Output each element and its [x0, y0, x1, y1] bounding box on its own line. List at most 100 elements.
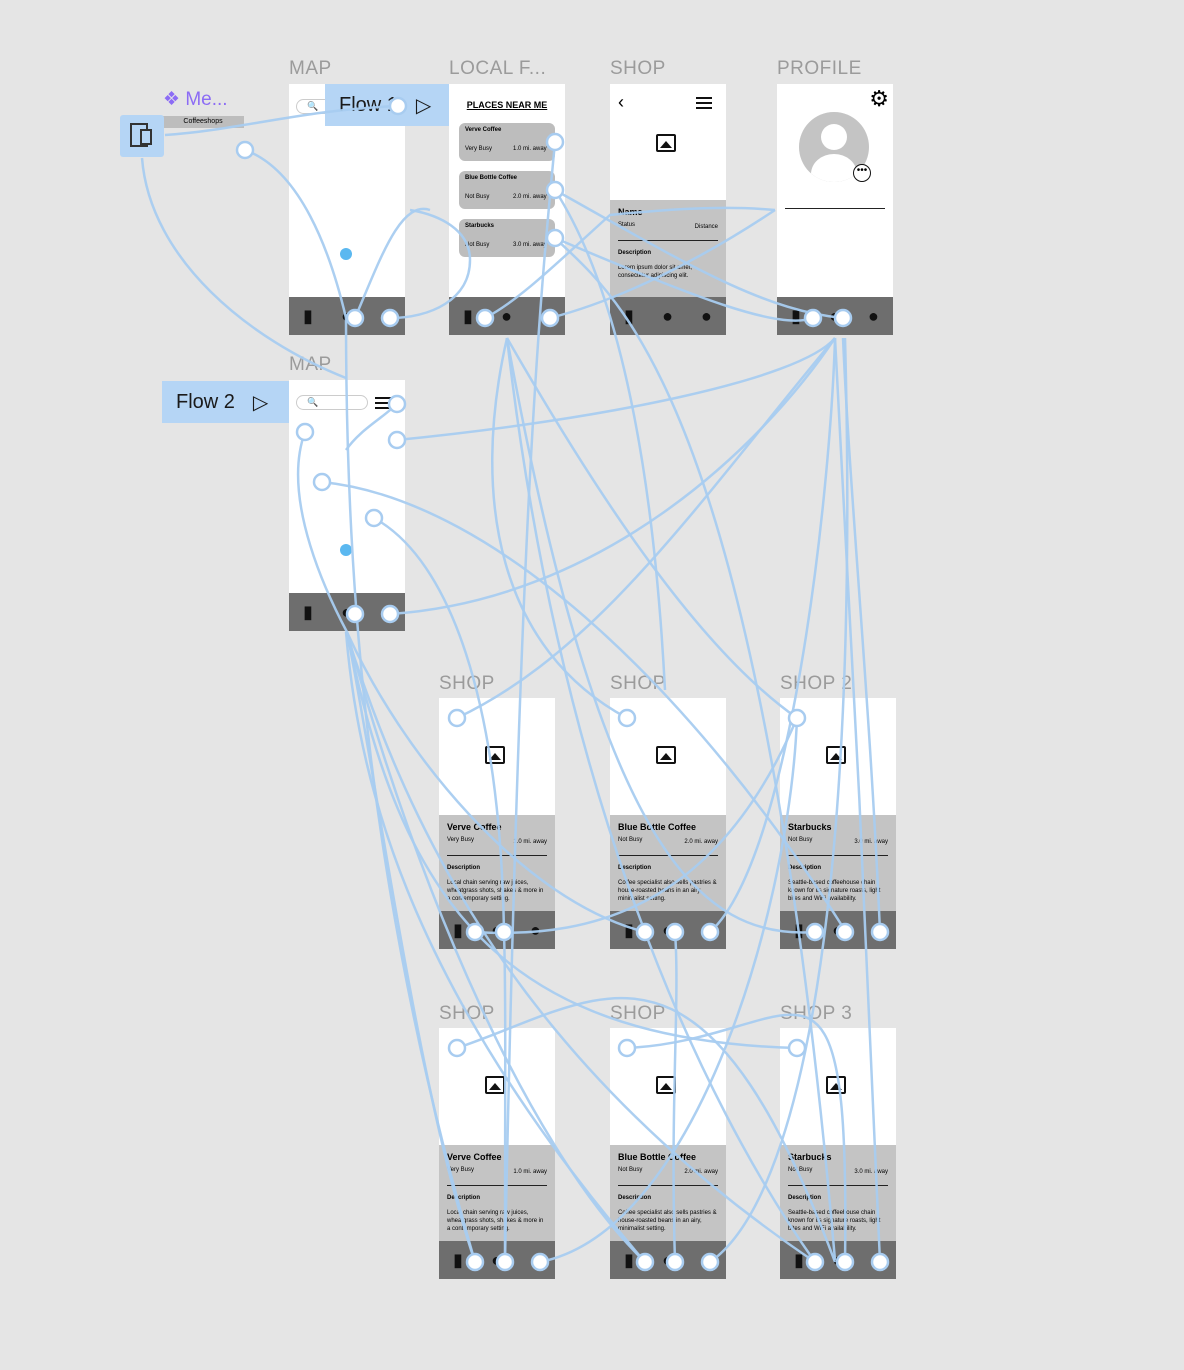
flow-2-button[interactable]: Flow 2▷: [162, 381, 289, 423]
connector-line[interactable]: [344, 631, 816, 1264]
search-input[interactable]: 🔍: [297, 396, 367, 409]
map-frame-2[interactable]: 🔍 ▮ ● ●: [289, 380, 405, 631]
connector-line[interactable]: [345, 631, 798, 1050]
page-title: PLACES NEAR ME: [466, 100, 548, 110]
back-icon[interactable]: ‹: [618, 92, 624, 112]
connector-handle[interactable]: [235, 140, 255, 160]
user-icon[interactable]: ●: [701, 1249, 712, 1270]
nav-bar: ▮ ● ●: [439, 911, 555, 949]
user-icon[interactable]: ●: [380, 601, 391, 622]
nav-bar: ▮ ● ●: [780, 911, 896, 949]
pin-icon[interactable]: ●: [832, 919, 843, 940]
image-icon: [826, 746, 846, 764]
nav-bar: ▮ ● ●: [289, 593, 405, 631]
frame-label-map-2: MAP: [289, 354, 332, 375]
component-instance[interactable]: Coffeeshops: [162, 116, 244, 128]
flow-1-button[interactable]: Flow 1▷: [325, 84, 449, 126]
search-icon: 🔍: [307, 397, 319, 407]
connector-line[interactable]: [389, 337, 837, 616]
image-icon: [826, 1076, 846, 1094]
nav-bar: ▮ ● ●: [439, 1241, 555, 1279]
more-icon[interactable]: •••: [853, 164, 871, 182]
map-icon[interactable]: ▮: [303, 305, 313, 326]
user-icon[interactable]: ●: [701, 305, 712, 326]
search-icon: 🔍: [307, 101, 319, 111]
frame-label-shop: SHOP: [610, 58, 666, 79]
map-icon[interactable]: ▮: [453, 919, 463, 940]
pin-icon[interactable]: ●: [501, 305, 512, 326]
map-icon[interactable]: ▮: [303, 601, 313, 622]
image-icon: [485, 746, 505, 764]
frame-label-shop-detail: SHOP: [439, 673, 495, 694]
user-icon[interactable]: ●: [871, 919, 882, 940]
play-icon: ▷: [252, 391, 269, 414]
nav-bar: ▮ ● ●: [610, 911, 726, 949]
user-icon[interactable]: ●: [530, 919, 541, 940]
connector-line[interactable]: [396, 337, 836, 442]
map-icon[interactable]: ▮: [794, 1249, 804, 1270]
user-icon[interactable]: ●: [868, 305, 879, 326]
image-icon: [656, 746, 676, 764]
frame-label-local: LOCAL F...: [449, 58, 547, 79]
pin-icon[interactable]: ●: [662, 305, 673, 326]
pin-icon[interactable]: ●: [662, 1249, 673, 1270]
image-icon: [656, 134, 676, 152]
map-icon[interactable]: ▮: [791, 305, 801, 326]
frame-label-shop-detail: SHOP 3: [780, 1003, 853, 1024]
connector-line[interactable]: [456, 337, 836, 720]
user-icon[interactable]: ●: [530, 1249, 541, 1270]
nav-bar: ▮ ● ●: [780, 1241, 896, 1279]
frame-label-profile: PROFILE: [777, 58, 862, 79]
pin-icon[interactable]: ●: [341, 305, 352, 326]
gear-icon[interactable]: ⚙: [869, 86, 889, 111]
pin-icon[interactable]: ●: [832, 1249, 843, 1270]
connector-line[interactable]: [491, 337, 628, 720]
map-icon[interactable]: ▮: [794, 919, 804, 940]
frame-label-shop-detail: SHOP: [439, 1003, 495, 1024]
image-icon: [485, 1076, 505, 1094]
user-icon[interactable]: ●: [871, 1249, 882, 1270]
nav-bar: ▮ ● ●: [610, 297, 726, 335]
pin-icon[interactable]: ●: [491, 1249, 502, 1270]
pin-icon[interactable]: ●: [491, 919, 502, 940]
profile-frame[interactable]: ⚙ ••• ▮ ● ●: [777, 84, 893, 335]
map-icon[interactable]: ▮: [624, 919, 634, 940]
device-icon[interactable]: [120, 115, 164, 157]
location-dot: [340, 544, 352, 556]
pin-icon[interactable]: ●: [341, 601, 352, 622]
menu-icon[interactable]: [696, 94, 712, 112]
map-icon[interactable]: ▮: [624, 305, 634, 326]
play-icon: ▷: [415, 94, 432, 117]
nav-bar: ▮ ● ●: [449, 297, 565, 335]
nav-bar: ▮ ● ●: [289, 297, 405, 335]
connector-line[interactable]: [505, 337, 798, 720]
pin-icon[interactable]: ●: [829, 305, 840, 326]
user-icon[interactable]: ●: [540, 305, 551, 326]
pin-icon[interactable]: ●: [662, 919, 673, 940]
map-icon[interactable]: ▮: [453, 1249, 463, 1270]
image-icon: [656, 1076, 676, 1094]
user-icon[interactable]: ●: [380, 305, 391, 326]
menu-icon[interactable]: [375, 394, 391, 412]
map-icon[interactable]: ▮: [624, 1249, 634, 1270]
user-icon[interactable]: ●: [701, 919, 712, 940]
map-icon[interactable]: ▮: [463, 305, 473, 326]
